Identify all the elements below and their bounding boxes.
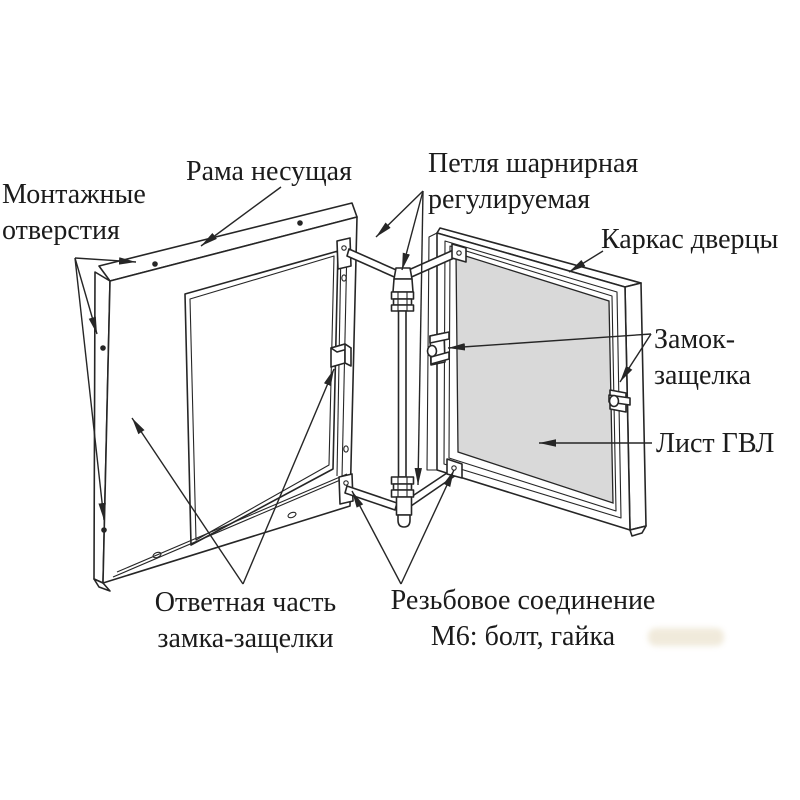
leader-arrow xyxy=(414,190,424,486)
label-gvl-sheet: Лист ГВЛ xyxy=(656,428,775,459)
leader-arrow xyxy=(200,186,282,247)
leader-arrow xyxy=(619,333,652,383)
leader-arrow xyxy=(447,333,652,351)
leader-arrow xyxy=(242,368,335,585)
leader-arrow xyxy=(74,257,137,265)
label-bearing-frame: Рама несущая xyxy=(186,156,352,187)
label-hinge: Петля шарнирная регулируемая xyxy=(428,146,638,218)
label-line: Замок- xyxy=(654,324,736,355)
label-latch-striker: Ответная часть замка-защелки xyxy=(128,585,363,657)
door-frame xyxy=(426,227,647,537)
label-line: Монтажные xyxy=(2,179,146,210)
gvl-sheet xyxy=(455,252,614,504)
leader-arrow xyxy=(131,417,244,585)
latch-striker-bracket xyxy=(330,343,352,368)
bearing-frame xyxy=(93,202,358,592)
frame-strip-holes xyxy=(152,274,349,559)
label-line: защелка xyxy=(654,360,752,391)
label-latch: Замок- защелка xyxy=(654,322,751,394)
label-line: отверстия xyxy=(2,215,120,246)
mounting-holes-dots xyxy=(100,220,303,533)
leader-arrow xyxy=(375,190,424,238)
label-line: Петля шарнирная xyxy=(428,148,639,179)
label-line: регулируемая xyxy=(428,184,591,215)
leader-arrow xyxy=(568,250,604,273)
hinge-assembly xyxy=(336,237,467,528)
label-line: М6: болт, гайка xyxy=(430,621,616,652)
hinge-rod xyxy=(390,267,415,528)
scan-smudge xyxy=(648,628,724,646)
label-mounting-holes: Монтажные отверстия xyxy=(2,177,146,249)
label-threaded-joint: Резьбовое соединение М6: болт, гайка xyxy=(363,583,683,655)
leader-arrow xyxy=(401,190,424,271)
label-line: Резьбовое соединение xyxy=(390,585,656,616)
label-door-frame: Каркас дверцы xyxy=(601,224,779,255)
label-line: Ответная часть xyxy=(154,587,337,618)
leader-arrow xyxy=(400,469,455,585)
label-line: замка-защелки xyxy=(157,623,334,654)
door-latch-left xyxy=(426,331,450,366)
door-latch-right xyxy=(608,389,631,413)
leader-arrow xyxy=(74,257,106,521)
leader-arrow xyxy=(351,490,402,585)
leader-arrows xyxy=(74,186,652,585)
leader-arrow xyxy=(74,257,98,335)
